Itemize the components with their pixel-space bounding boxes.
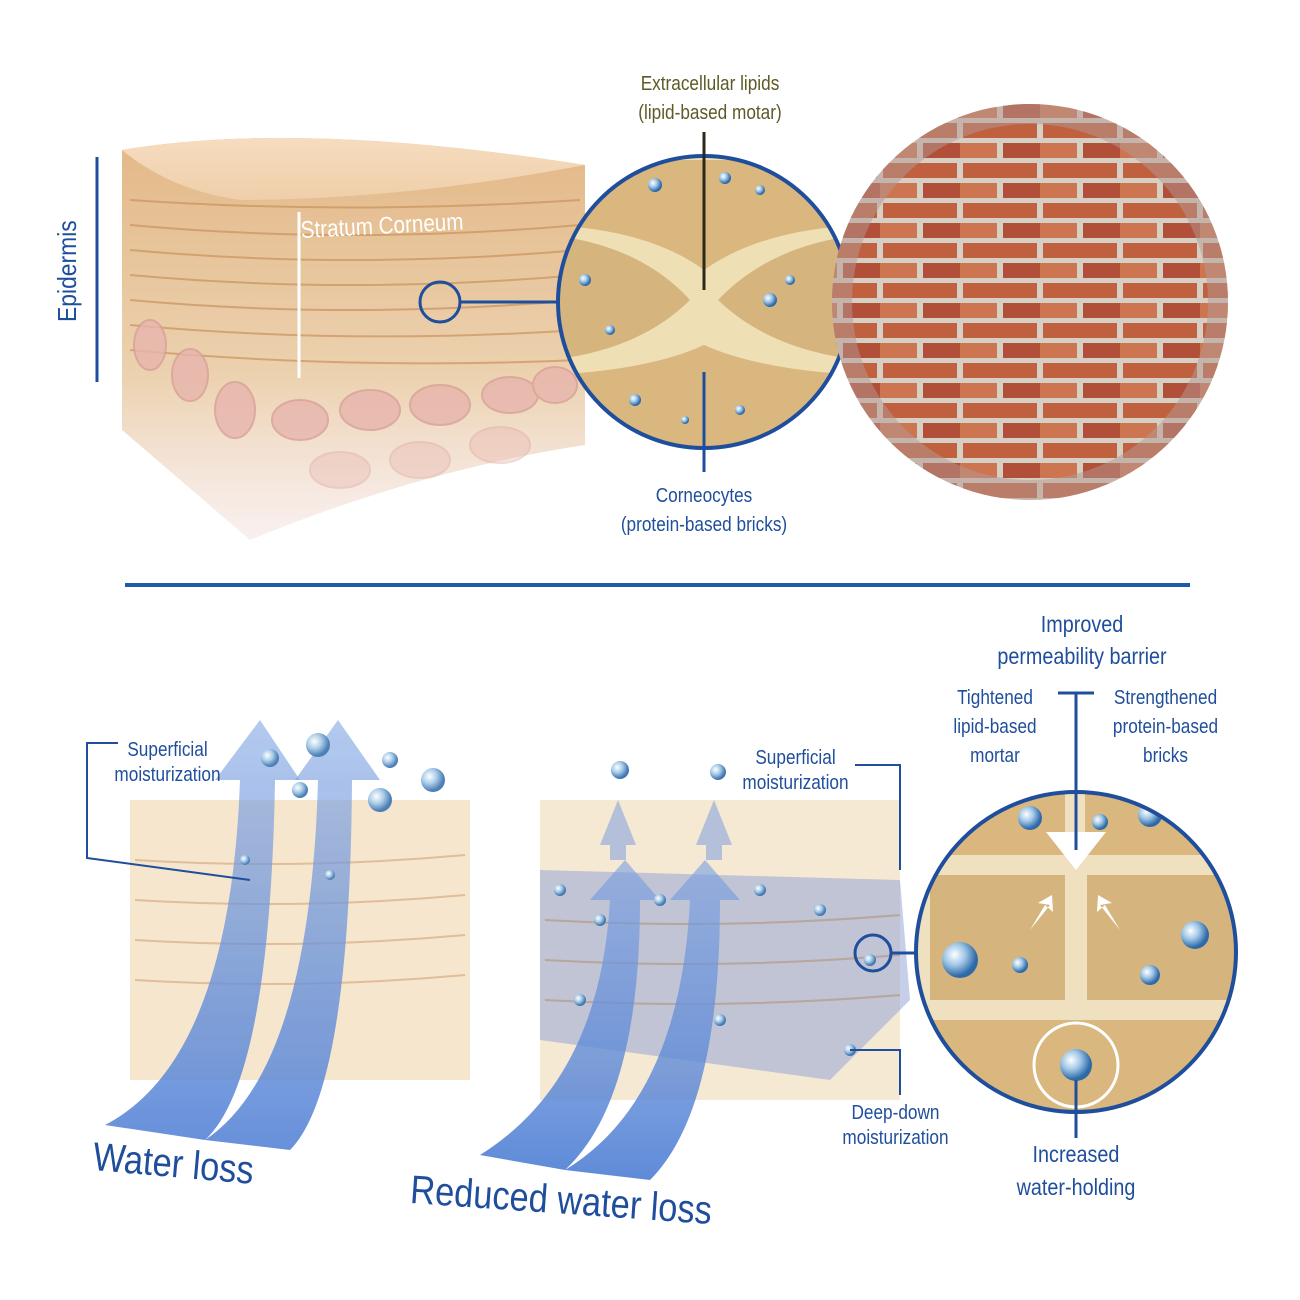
skin-cross-section-block: [122, 138, 585, 540]
label-line: Tightened: [957, 687, 1033, 709]
label-line: Corneocytes: [655, 485, 753, 507]
increased-water-holding-label: Increased water-holding: [1007, 1138, 1145, 1204]
label-line: Improved: [1040, 611, 1124, 637]
corneocytes-label: Corneocytes (protein-based bricks): [609, 482, 798, 540]
label-line: Extracellular lipids: [640, 73, 780, 95]
label-line: Strengthened: [1113, 687, 1218, 709]
label-line: permeability barrier: [997, 643, 1167, 669]
label-line: (protein-based bricks): [620, 514, 788, 536]
label-line: moisturization: [742, 772, 849, 794]
epidermis-label: Epidermis: [52, 220, 82, 322]
strengthened-bricks-label: Strengthened protein-based bricks: [1107, 684, 1223, 771]
label-line: bricks: [1143, 745, 1188, 767]
label-line: Superficial: [127, 739, 208, 761]
deep-down-moisturization-label: Deep-down moisturization: [837, 1101, 953, 1151]
brick-wall-photo: [832, 104, 1228, 500]
label-line: Deep-down: [851, 1102, 940, 1124]
superficial-moisturization-label-middle: Superficial moisturization: [737, 746, 853, 796]
superficial-moisturization-label-left: Superficial moisturization: [109, 738, 225, 788]
label-line: lipid-based: [953, 716, 1037, 738]
label-line: moisturization: [114, 764, 221, 786]
label-line: protein-based: [1112, 716, 1219, 738]
superficial-pointer-left: [86, 742, 251, 881]
label-line: water-holding: [1016, 1174, 1136, 1200]
reduced-water-loss-skin-illustration: [480, 761, 910, 1180]
deep-pointer: [850, 1049, 901, 1095]
tightened-mortar-label: Tightened lipid-based mortar: [943, 684, 1046, 771]
label-line: mortar: [970, 745, 1020, 767]
label-line: (lipid-based motar): [638, 102, 782, 124]
water-loss-skin-illustration: [105, 720, 470, 1150]
superficial-pointer-middle: [855, 764, 901, 870]
label-line: moisturization: [842, 1127, 949, 1149]
improved-barrier-label: Improved permeability barrier: [987, 608, 1176, 672]
label-line: Superficial: [755, 747, 836, 769]
extracellular-lipids-label: Extracellular lipids (lipid-based motar): [624, 70, 796, 128]
label-line: Increased: [1032, 1141, 1120, 1167]
